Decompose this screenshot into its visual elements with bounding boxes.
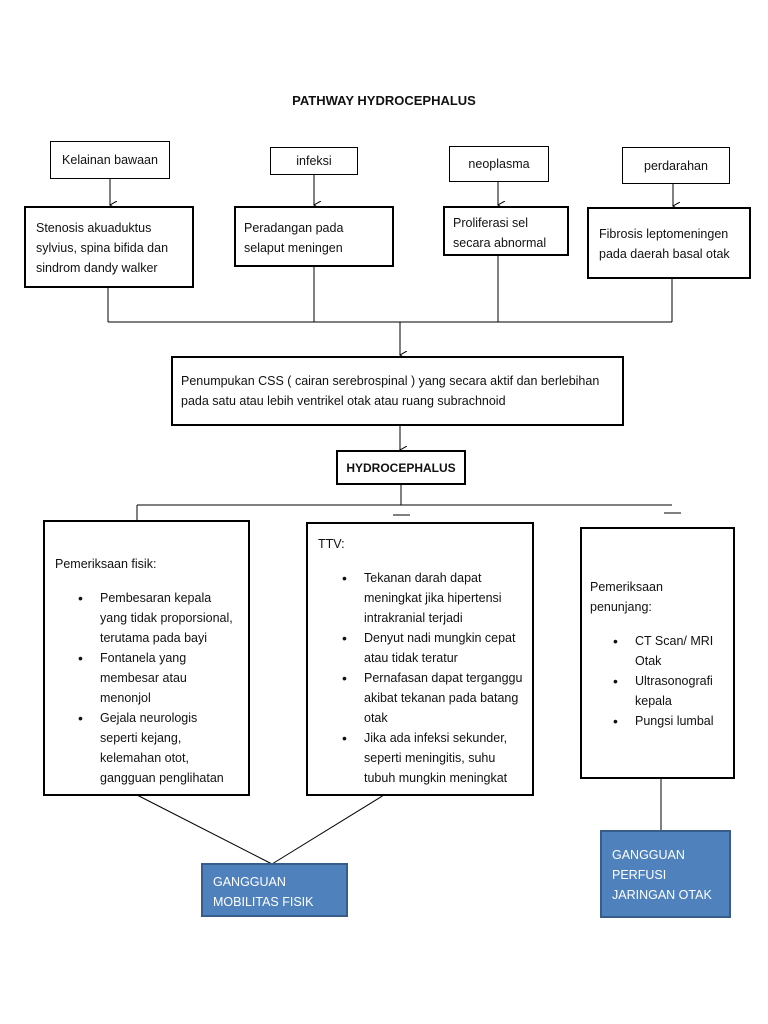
list-item: Pernafasan dapat terganggu akibat tekana… bbox=[342, 668, 524, 728]
cause-label-infeksi: infeksi bbox=[270, 147, 358, 175]
exam-physical-list: Pembesaran kepala yang tidak proporsiona… bbox=[55, 588, 238, 788]
cause-detail-kelainan: Stenosis akuaduktus sylvius, spina bifid… bbox=[24, 206, 194, 288]
outcome-perfusion-box: GANGGUAN PERFUSI JARINGAN OTAK bbox=[600, 830, 731, 918]
exam-support-heading: Pemeriksaan penunjang: bbox=[590, 580, 663, 614]
exam-support-box: Pemeriksaan penunjang: CT Scan/ MRI Otak… bbox=[580, 527, 735, 779]
outcome-mobility-box: GANGGUAN MOBILITAS FISIK bbox=[201, 863, 348, 917]
list-item: Pungsi lumbal bbox=[613, 711, 725, 731]
cause-detail-perdarahan: Fibrosis leptomeningen pada daerah basal… bbox=[587, 207, 751, 279]
list-item: CT Scan/ MRI Otak bbox=[613, 631, 725, 671]
ttv-list: Tekanan darah dapat meningkat jika hiper… bbox=[318, 568, 524, 788]
exam-physical-box: Pemeriksaan fisik: Pembesaran kepala yan… bbox=[43, 520, 250, 796]
diagnosis-box: HYDROCEPHALUS bbox=[336, 450, 466, 485]
ttv-box: TTV: Tekanan darah dapat meningkat jika … bbox=[306, 522, 534, 796]
cause-label-perdarahan: perdarahan bbox=[622, 147, 730, 184]
list-item: Gejala neurologis seperti kejang, kelema… bbox=[78, 708, 238, 788]
accumulation-box: Penumpukan CSS ( cairan serebrospinal ) … bbox=[171, 356, 624, 426]
ttv-heading: TTV: bbox=[318, 537, 345, 551]
cause-detail-neoplasma: Proliferasi sel secara abnormal bbox=[443, 206, 569, 256]
list-item: Jika ada infeksi sekunder, seperti menin… bbox=[342, 728, 524, 788]
list-item: Denyut nadi mungkin cepat atau tidak ter… bbox=[342, 628, 524, 668]
cause-label-neoplasma: neoplasma bbox=[449, 146, 549, 182]
list-item: Fontanela yang membesar atau menonjol bbox=[78, 648, 238, 708]
page-title: PATHWAY HYDROCEPHALUS bbox=[292, 93, 476, 108]
exam-support-list: CT Scan/ MRI Otak Ultrasonografi kepala … bbox=[590, 631, 725, 731]
cause-label-kelainan: Kelainan bawaan bbox=[50, 141, 170, 179]
cause-detail-infeksi: Peradangan pada selaput meningen bbox=[234, 206, 394, 267]
list-item: Pembesaran kepala yang tidak proporsiona… bbox=[78, 588, 238, 648]
list-item: Tekanan darah dapat meningkat jika hiper… bbox=[342, 568, 524, 628]
list-item: Ultrasonografi kepala bbox=[613, 671, 725, 711]
exam-physical-heading: Pemeriksaan fisik: bbox=[55, 557, 157, 571]
